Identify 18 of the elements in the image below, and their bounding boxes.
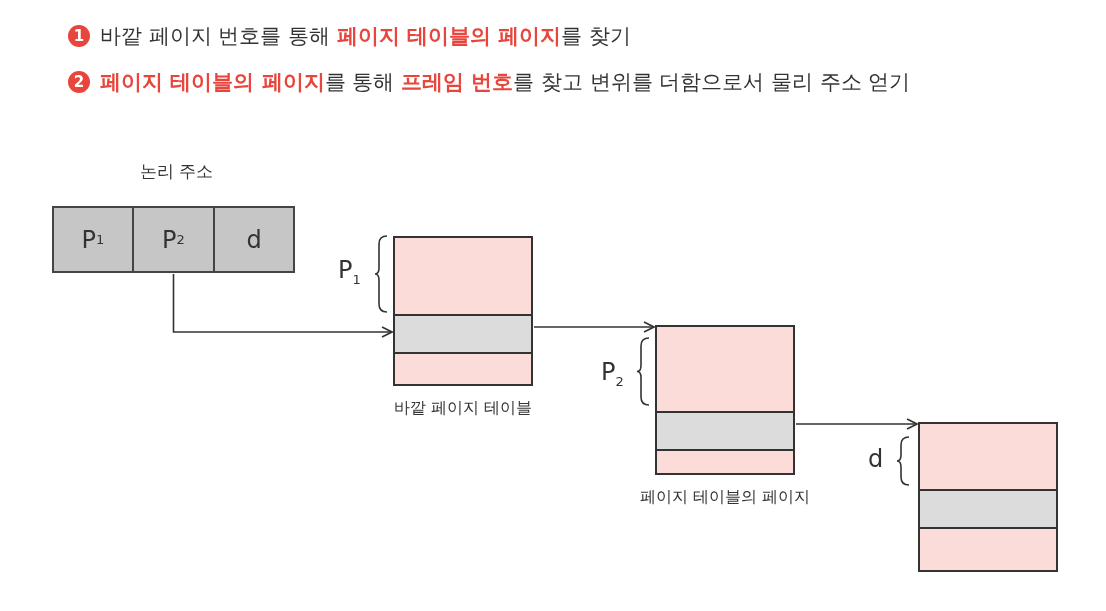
arrow	[172, 273, 393, 338]
brace-label: d	[868, 445, 884, 473]
brace-label: P$_{2}$	[601, 358, 624, 391]
arrow	[795, 418, 918, 430]
step-number: 1	[68, 25, 90, 47]
table-entry	[918, 489, 1058, 529]
brace-label: P$_{1}$	[338, 256, 361, 289]
address-field: d	[213, 206, 295, 273]
address-label: 논리 주소	[140, 160, 214, 183]
memory-frame	[918, 422, 1058, 572]
table-caption: 바깥 페이지 테이블	[393, 398, 533, 419]
step-text: 바깥 페이지 번호를 통해 페이지 테이블의 페이지를 찾기	[100, 23, 631, 49]
arrow	[533, 321, 655, 333]
table-entry	[655, 411, 795, 451]
step-number: 2	[68, 71, 90, 93]
table-caption: 페이지 테이블의 페이지	[639, 487, 811, 508]
step-text: 페이지 테이블의 페이지를 통해 프레임 번호를 찾고 변위를 더함으로서 물리 주소 얻기	[100, 69, 911, 95]
table-entry	[393, 314, 533, 354]
